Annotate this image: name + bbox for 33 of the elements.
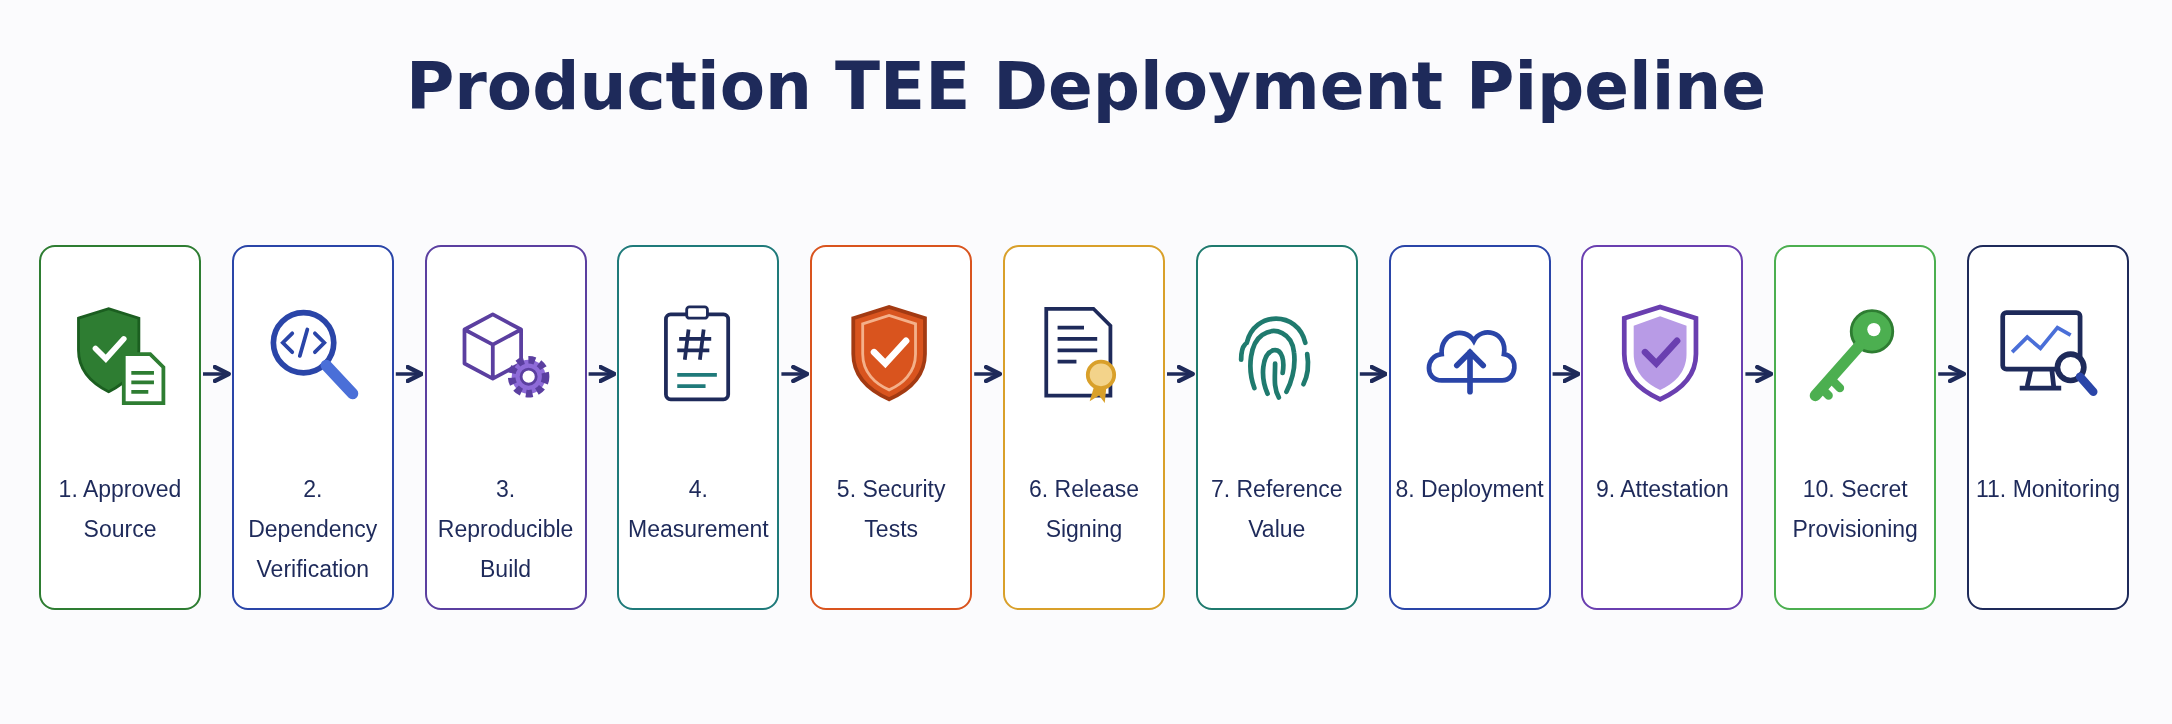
step-card: [1774, 245, 1937, 610]
step-card: [1967, 245, 2129, 610]
step-card: [810, 245, 973, 610]
arrow: [395, 364, 424, 384]
arrow: [203, 364, 231, 384]
step-label: 3. Reproducible Build: [436, 475, 575, 584]
step-card: [424, 245, 587, 610]
step-label: 10. Secret Provisioning: [1791, 475, 1919, 544]
step-card: [1388, 245, 1551, 610]
step-card: [1003, 245, 1165, 610]
step-label: 8. Deployment: [1394, 475, 1545, 504]
step-label: 7. Reference Value: [1209, 475, 1344, 544]
step-card: [231, 245, 394, 610]
arrow: [1552, 364, 1581, 384]
step-card: [1195, 245, 1358, 610]
arrow: [1167, 364, 1195, 384]
arrow: [781, 364, 810, 384]
step-label: 4. Measurement: [627, 475, 770, 544]
step-card: [39, 245, 201, 610]
arrow: [1359, 364, 1388, 384]
diagram-title: Production TEE Deployment Pipeline: [404, 48, 1768, 125]
step-card: [617, 245, 780, 610]
step-label: 9. Attestation: [1594, 475, 1730, 504]
step-label: 1. Approved Source: [57, 475, 183, 544]
step-label: 11. Monitoring: [1974, 475, 2121, 504]
arrow: [974, 364, 1003, 384]
step-label: 2. Dependency Verification: [247, 475, 379, 584]
step-card: [1581, 245, 1744, 610]
arrow: [1938, 364, 1967, 384]
arrow: [1745, 364, 1774, 384]
arrow: [588, 364, 617, 384]
step-label: 5. Security Tests: [835, 475, 947, 544]
step-label: 6. Release Signing: [1028, 475, 1140, 544]
